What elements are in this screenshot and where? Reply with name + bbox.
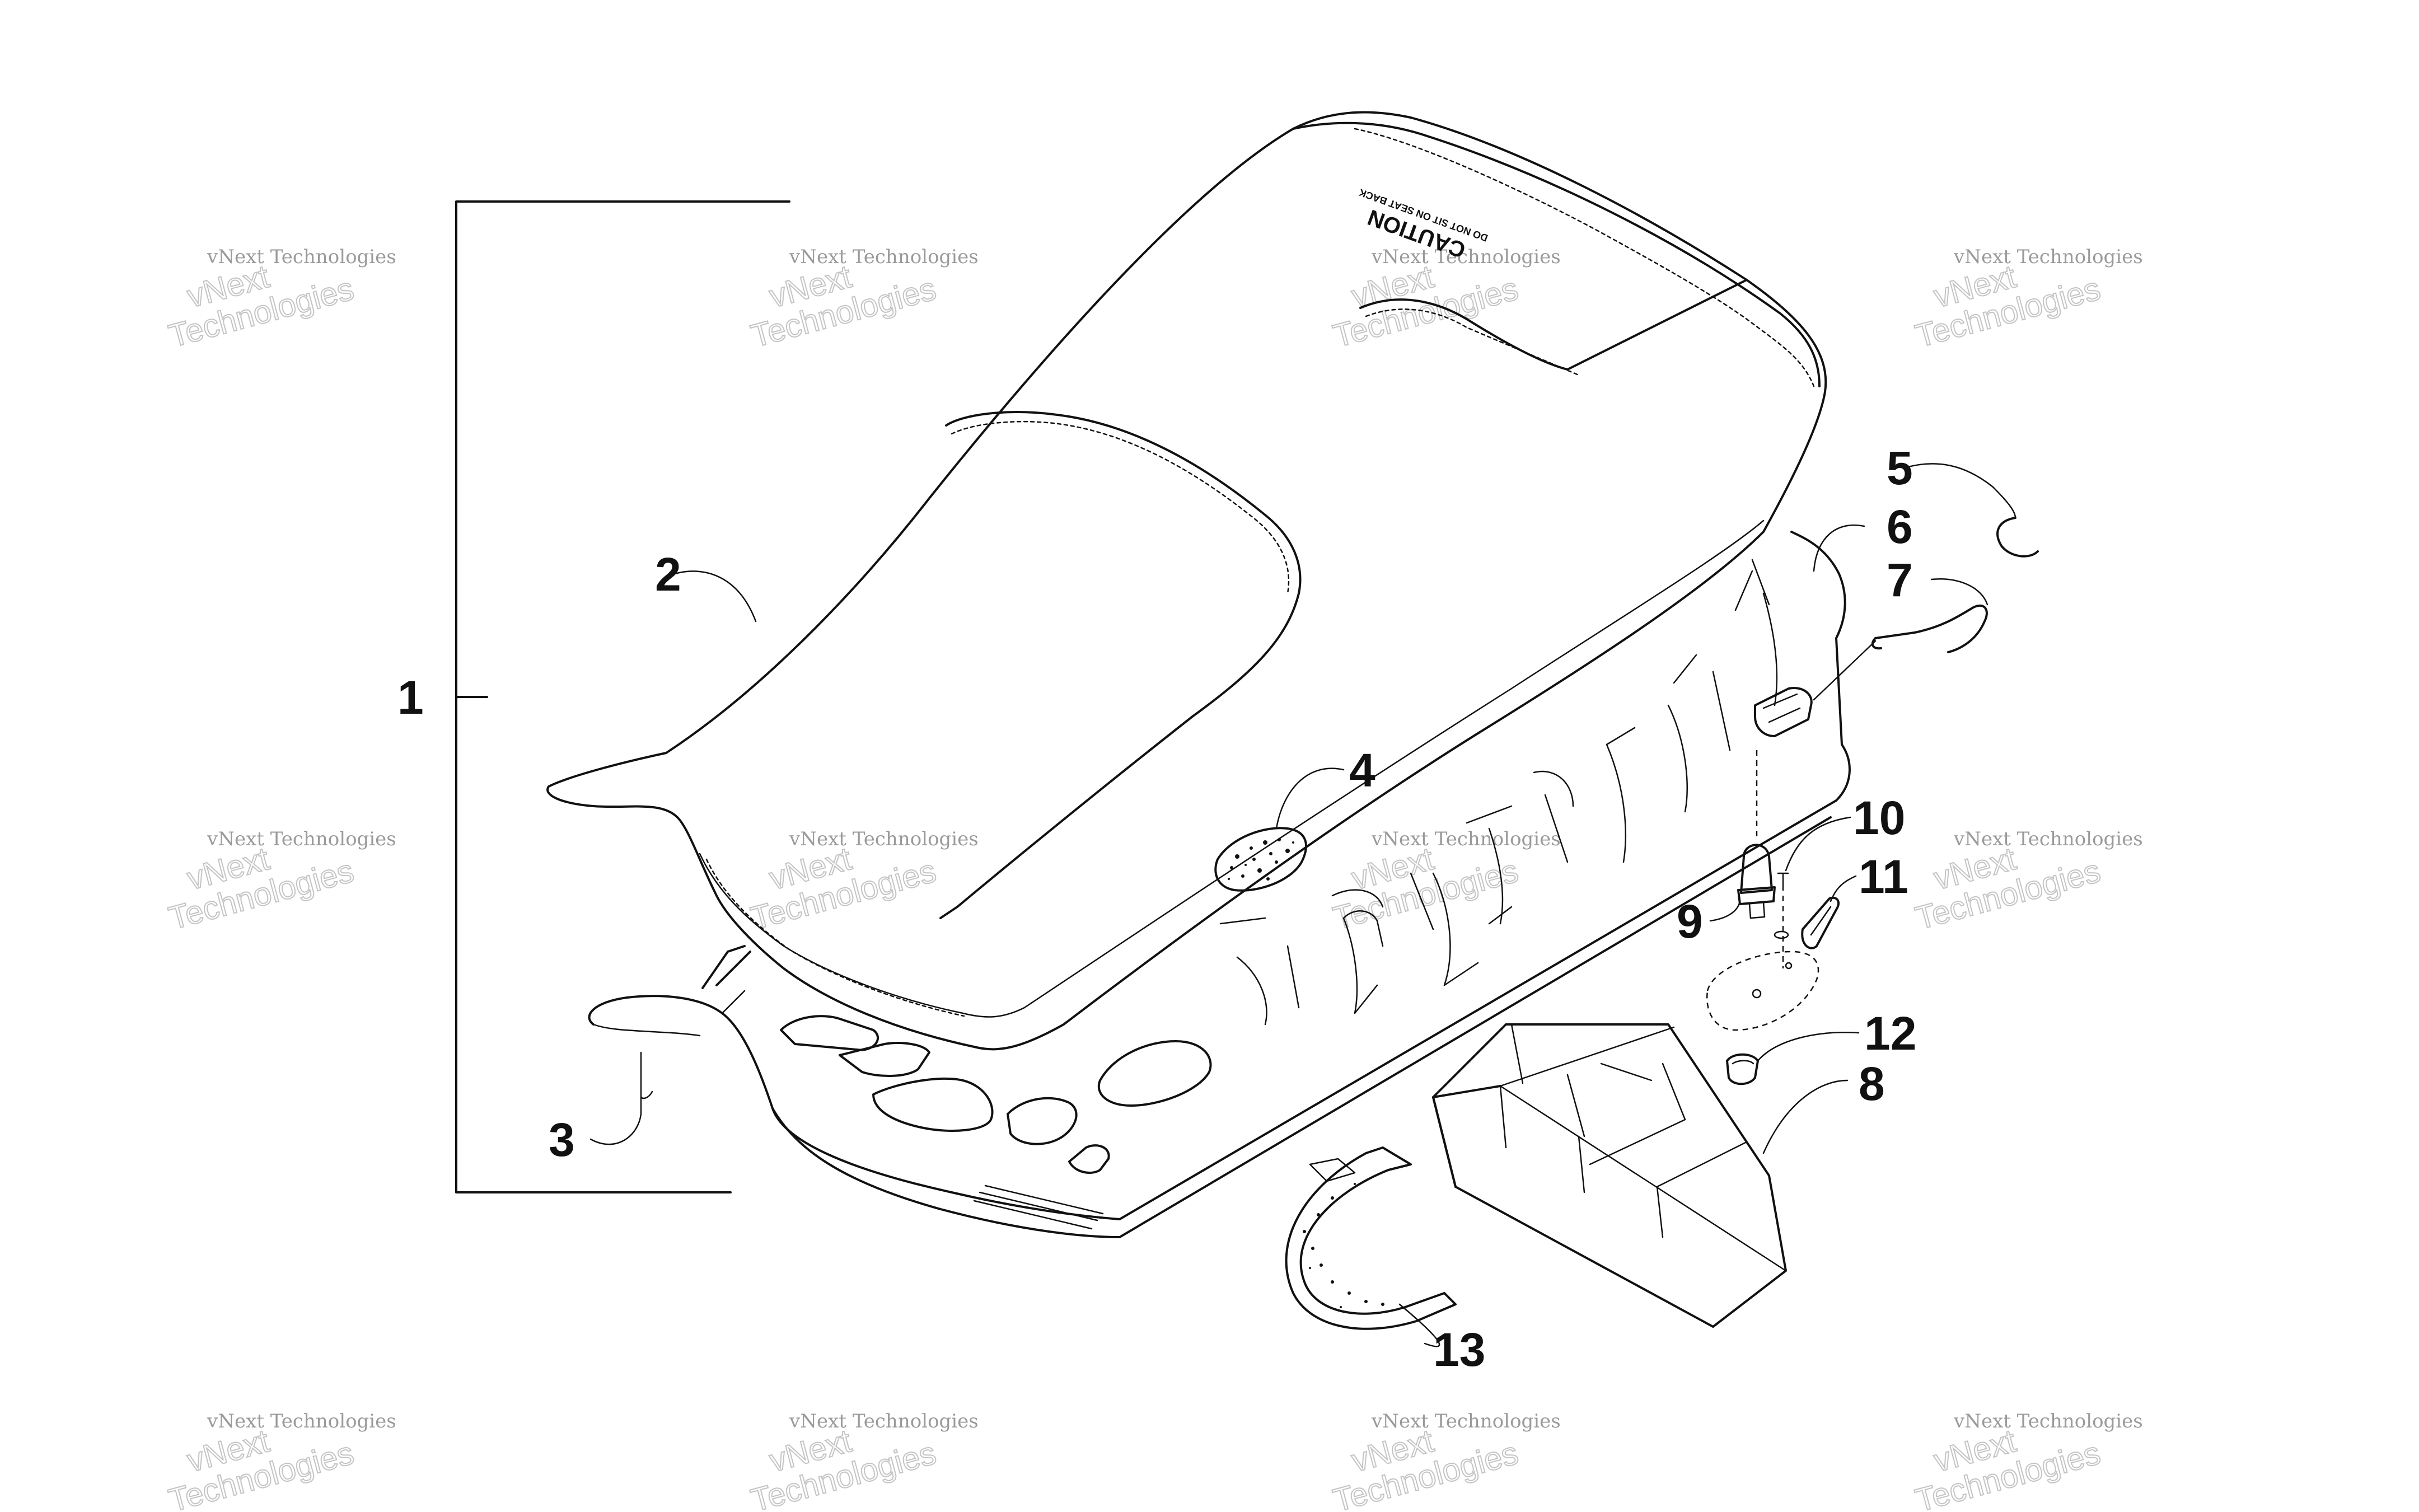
seat-cover-side-seam bbox=[1359, 279, 1748, 371]
callout-12: 12 bbox=[1864, 1007, 1916, 1060]
seat-base-cutout bbox=[1068, 1144, 1110, 1174]
seat-cover-lower-seam bbox=[699, 519, 1765, 1018]
leader-lines bbox=[589, 463, 2016, 1347]
seat-base-outline bbox=[588, 531, 1851, 1220]
mounting-hole bbox=[1752, 989, 1762, 999]
callout-6: 6 bbox=[1887, 500, 1913, 553]
retainer bbox=[1801, 896, 1840, 949]
nut bbox=[1726, 1053, 1759, 1085]
callout-labels: 1 2 3 4 5 6 7 8 9 10 11 12 13 bbox=[397, 442, 1916, 1376]
seat-base-rib bbox=[1342, 727, 1636, 1014]
watermark-small: vNext Technologies bbox=[1371, 828, 1561, 850]
watermark: vNext Technologies vNext Technologies bbox=[1329, 246, 1561, 355]
small-washer bbox=[1774, 930, 1789, 939]
seat-cover-back-seam bbox=[1292, 121, 1821, 387]
seat-cover-side-stitch bbox=[1365, 308, 1580, 376]
callout-2: 2 bbox=[655, 548, 681, 601]
seat-base-cutout bbox=[872, 1077, 994, 1132]
seat-cover-stitch bbox=[705, 858, 965, 1017]
watermark-small: vNext Technologies bbox=[207, 1410, 396, 1433]
seat-cover-outline bbox=[546, 111, 1827, 1051]
watermark-small: vNext Technologies bbox=[1953, 246, 2143, 268]
watermark: vNext Technologies vNext Technologies bbox=[1911, 246, 2143, 355]
seat-base-left-flange bbox=[592, 990, 746, 1037]
hook-pin-leader bbox=[1813, 640, 1877, 701]
watermark: vNext Technologies vNext Technologies bbox=[747, 828, 979, 937]
watermark: vNext Technologies vNext Technologies bbox=[1329, 828, 1561, 937]
callout-10: 10 bbox=[1853, 792, 1905, 844]
watermark-small: vNext Technologies bbox=[1371, 246, 1561, 268]
callout-11: 11 bbox=[1859, 850, 1908, 903]
seat-base-lower-edge bbox=[771, 816, 1832, 1238]
watermark-small: vNext Technologies bbox=[207, 828, 396, 850]
callout-5: 5 bbox=[1887, 442, 1913, 494]
watermark: vNext Technologies vNext Technologies bbox=[165, 828, 396, 937]
seat-base-cutout bbox=[780, 1015, 879, 1051]
seat-base-cutout bbox=[1007, 1097, 1078, 1145]
seat-base-cutout bbox=[1098, 1040, 1212, 1107]
seat-cover: CAUTION DO NOT SIT ON SEAT BACK bbox=[546, 111, 1827, 1051]
clip bbox=[1996, 517, 2039, 558]
seat-cover-panel bbox=[939, 411, 1302, 919]
callout-13: 13 bbox=[1433, 1323, 1485, 1376]
mounting-hole bbox=[1785, 962, 1793, 970]
watermark-small: vNext Technologies bbox=[207, 246, 396, 268]
assembly-bracket bbox=[455, 200, 790, 1193]
seat-base-cutout bbox=[839, 1042, 930, 1077]
watermark: vNext Technologies vNext Technologies bbox=[1911, 1410, 2143, 1512]
callout-7: 7 bbox=[1887, 554, 1913, 606]
watermark-small: vNext Technologies bbox=[789, 1410, 979, 1433]
latch bbox=[1754, 687, 1813, 737]
seat-base-cutout bbox=[701, 945, 751, 989]
watermark-small: vNext Technologies bbox=[789, 246, 979, 268]
watermark: vNext Technologies vNext Technologies bbox=[165, 246, 396, 355]
seat-base-rib bbox=[1236, 559, 1778, 1026]
mounting-outline bbox=[1706, 951, 1819, 1031]
callout-3: 3 bbox=[549, 1113, 575, 1166]
watermark: vNext Technologies vNext Technologies bbox=[1329, 1410, 1561, 1512]
plug bbox=[1737, 844, 1776, 919]
callout-1: 1 bbox=[397, 671, 424, 724]
watermark: vNext Technologies vNext Technologies bbox=[1911, 828, 2143, 937]
watermark-small: vNext Technologies bbox=[1953, 1410, 2143, 1433]
seat-cover-panel-stitch bbox=[951, 420, 1290, 594]
small-pin bbox=[1777, 872, 1789, 891]
seat-base-rib bbox=[1219, 570, 1753, 925]
watermark: vNext Technologies vNext Technologies bbox=[747, 1410, 979, 1512]
watermark-small: vNext Technologies bbox=[789, 828, 979, 850]
watermark-small: vNext Technologies bbox=[1953, 828, 2143, 850]
watermark: vNext Technologies vNext Technologies bbox=[165, 1410, 396, 1512]
watermark-layer: vNext Technologies vNext Technologies vN… bbox=[165, 246, 2143, 1512]
foam-patch bbox=[1214, 827, 1307, 892]
callout-9: 9 bbox=[1677, 895, 1703, 948]
callout-8: 8 bbox=[1859, 1057, 1885, 1110]
seat-base-rib-lines bbox=[973, 1185, 1104, 1230]
callout-4: 4 bbox=[1349, 744, 1375, 797]
strap bbox=[1285, 1146, 1457, 1330]
watermark: vNext Technologies vNext Technologies bbox=[747, 246, 979, 355]
watermark-small: vNext Technologies bbox=[1371, 1410, 1561, 1433]
foam-block bbox=[1432, 1023, 1787, 1328]
seat-base bbox=[588, 531, 1851, 1238]
seat-cover-back-stitch bbox=[1354, 128, 1815, 387]
hook-pin bbox=[1871, 604, 1988, 653]
